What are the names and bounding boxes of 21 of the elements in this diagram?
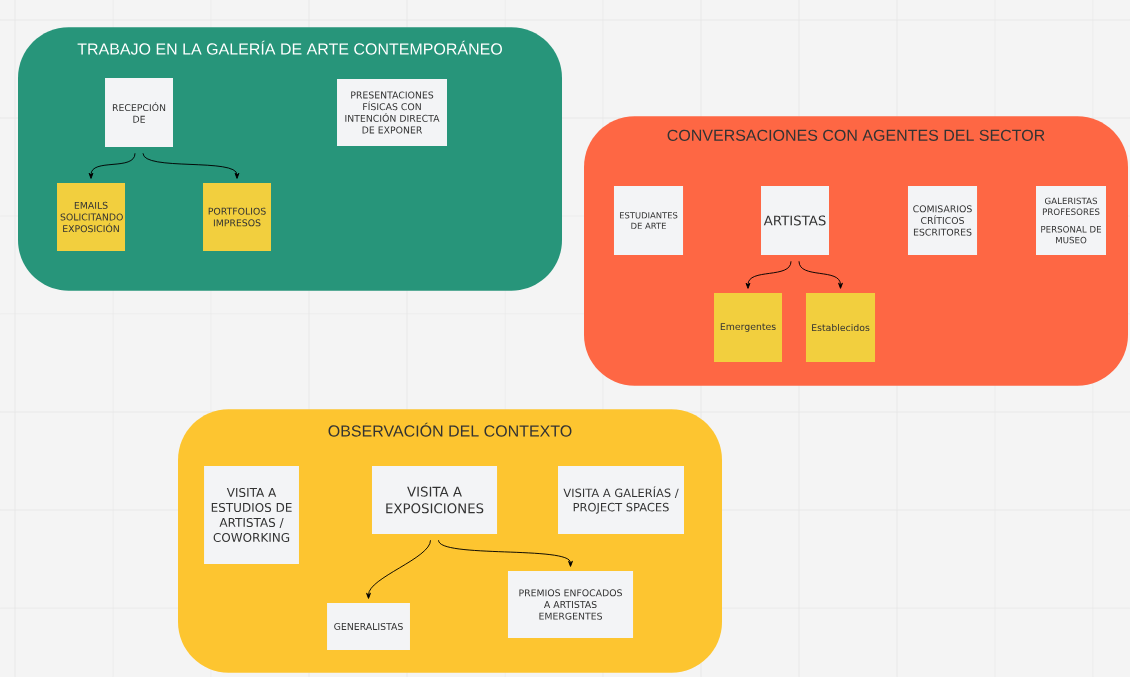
sticky-note: PORTFOLIOS IMPRESOS (203, 183, 271, 251)
sticky-note: RECEPCIÓN DE (105, 77, 173, 148)
arrow (366, 539, 431, 599)
sticky-note: COMISARIOS CRÍTICOS ESCRITORES (908, 185, 978, 256)
arrow (88, 152, 136, 179)
sticky-note: ESTUDIANTES DE ARTE (614, 185, 684, 256)
sticky-note: Establecidos (805, 292, 876, 363)
sticky-note: VISITA A ESTUDIOS DE ARTISTAS / COWORKING (204, 466, 299, 564)
arrow (438, 539, 573, 567)
sticky-note: Emergentes (714, 292, 782, 363)
sticky-note: EMAILS SOLICITANDO EXPOSICIÓN (57, 183, 125, 251)
sticky-note: PRESENTACIONES FÍSICAS CON INTENCIÓN DIRECTA DE EXPONER (337, 79, 447, 146)
sticky-note: VISITA A EXPOSICIONES (372, 466, 498, 534)
sticky-note: PREMIOS ENFOCADOS A ARTISTAS EMERGENTES (507, 571, 634, 638)
sticky-note: GALERISTAS PROFESORES PERSONAL DE MUSEO (1036, 185, 1106, 256)
sticky-note: ARTISTAS (761, 185, 829, 256)
arrow (142, 152, 240, 179)
arrow (745, 260, 792, 289)
arrow (798, 260, 843, 289)
sticky-note: GENERALISTAS (327, 603, 410, 650)
sticky-note: VISITA A GALERÍAS / PROJECT SPACES (558, 466, 684, 534)
